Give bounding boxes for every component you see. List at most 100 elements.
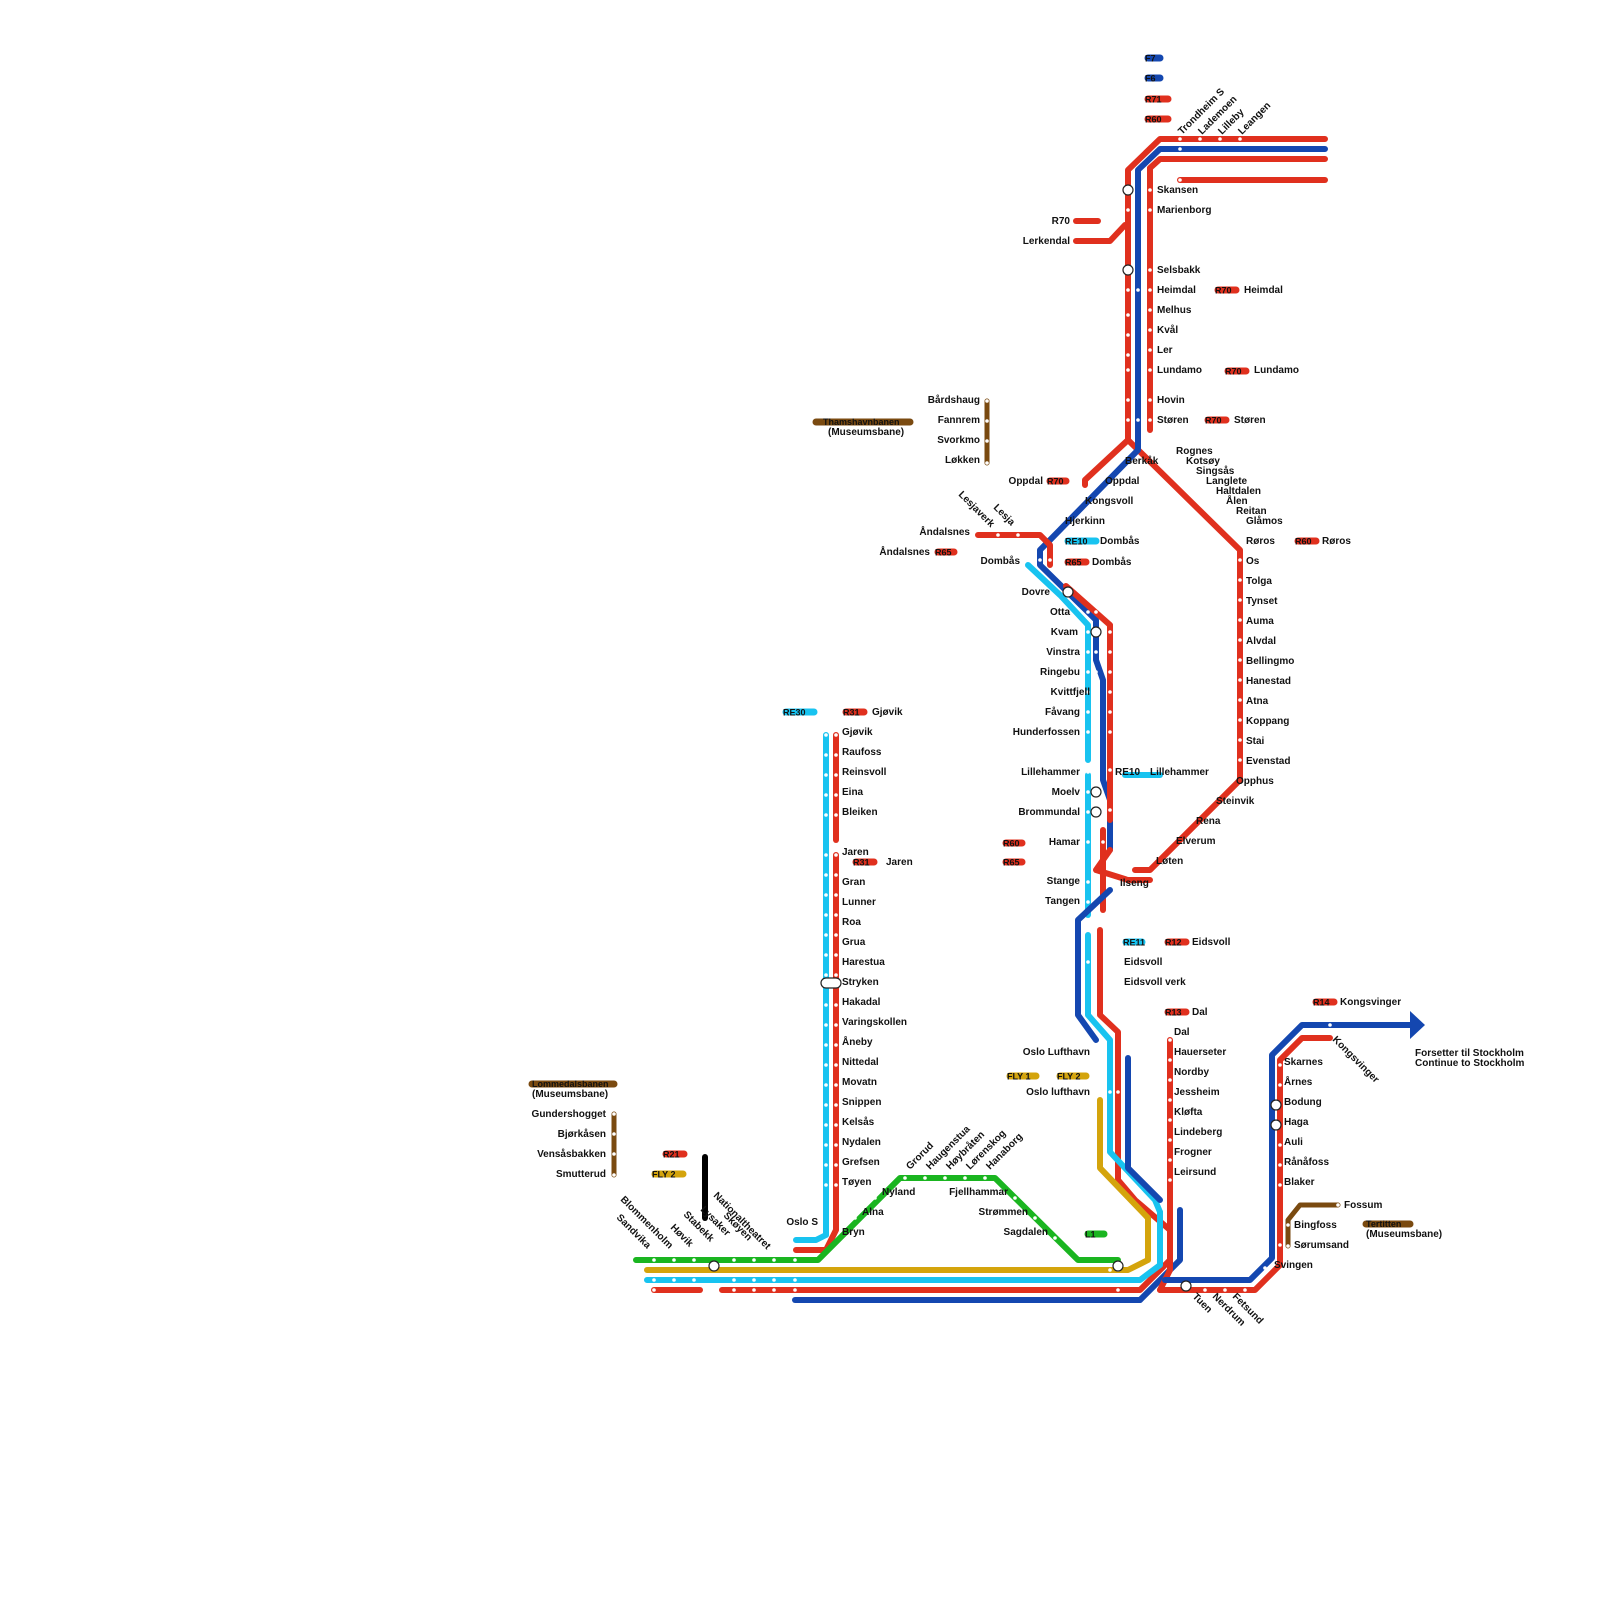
route-badge-label: R65 <box>1003 858 1020 868</box>
station-label: Kvål <box>1157 324 1178 336</box>
station-stop <box>985 419 989 423</box>
station-stop <box>1086 710 1090 714</box>
station-stop <box>793 1258 797 1262</box>
station-stop <box>1238 718 1242 722</box>
route-line-gjovik-cyan <box>793 732 829 1243</box>
station-stop <box>752 1258 756 1262</box>
interchange-station <box>1090 626 1102 638</box>
station-stop <box>834 1143 838 1147</box>
station-stop <box>824 913 828 917</box>
station-label: Støren <box>1157 415 1189 426</box>
stockholm-arrow-icon <box>1410 1011 1425 1039</box>
station-stop <box>834 1063 838 1067</box>
station-label: Singsås <box>1196 465 1235 477</box>
station-stop <box>824 1143 828 1147</box>
route-line-fly-gold <box>644 1097 1151 1273</box>
station-stop <box>1218 137 1222 141</box>
station-label: Oslo lufthavn <box>1026 1087 1090 1098</box>
route-badge-label: R12 <box>1165 938 1182 948</box>
route-badge-label: L1 <box>1085 1230 1096 1240</box>
station-label: Lillehammer <box>1021 767 1080 778</box>
station-label: Bjørkåsen <box>558 1128 606 1140</box>
station-stop <box>1278 1063 1282 1067</box>
station-label: Støren <box>1234 415 1266 426</box>
station-stop <box>1126 313 1130 317</box>
museum-line-label: Lommedalsbanen <box>532 1079 609 1089</box>
station-stop <box>824 1103 828 1107</box>
station-stop <box>652 1258 656 1262</box>
station-stop <box>985 399 989 403</box>
station-label: Lindeberg <box>1174 1127 1222 1138</box>
station-label: Koppang <box>1246 716 1289 727</box>
station-label: Strømmen <box>979 1207 1028 1218</box>
interchange-station <box>1122 184 1134 196</box>
station-stop <box>1086 790 1090 794</box>
station-stop <box>1108 690 1112 694</box>
station-stop <box>1178 178 1182 182</box>
station-stop <box>985 439 989 443</box>
station-stop <box>1126 873 1130 877</box>
station-label: Eidsvoll verk <box>1124 977 1186 988</box>
station-stop <box>1278 1183 1282 1187</box>
station-label: Ilseng <box>1120 878 1149 889</box>
station-stop <box>1148 860 1152 864</box>
station-label: Åndalsnes <box>919 525 970 538</box>
station-stop <box>1116 1090 1120 1094</box>
station-label: Grua <box>842 937 866 948</box>
route-badge-label: R14 <box>1313 998 1330 1008</box>
station-label: Årnes <box>1284 1075 1313 1088</box>
station-label: Blaker <box>1284 1177 1315 1188</box>
station-stop <box>834 1083 838 1087</box>
route-badge-label: RE11 <box>1123 938 1145 948</box>
station-label: Tuen <box>1190 1291 1214 1315</box>
station-stop <box>824 1023 828 1027</box>
station-stop <box>824 753 828 757</box>
station-label: Skansen <box>1157 185 1198 196</box>
station-label: Os <box>1246 556 1260 567</box>
station-label: Hunderfossen <box>1013 727 1080 738</box>
station-stop <box>1108 630 1112 634</box>
station-stop <box>1094 840 1098 844</box>
station-stop <box>824 1003 828 1007</box>
station-label: Bryn <box>842 1227 865 1238</box>
station-label: Snippen <box>842 1097 881 1108</box>
station-label: Lundamo <box>1254 365 1299 376</box>
station-label: Alna <box>862 1207 884 1218</box>
station-stop <box>612 1173 616 1177</box>
station-label: Jessheim <box>1174 1087 1220 1098</box>
station-label: Evenstad <box>1246 756 1290 767</box>
station-label: Roa <box>842 917 861 928</box>
station-stop <box>1188 468 1192 472</box>
station-label: R70 <box>1052 216 1071 227</box>
station-stop <box>824 1063 828 1067</box>
station-label: Auli <box>1284 1137 1303 1148</box>
route-line-l1-green <box>633 1175 1121 1263</box>
station-label: Gundershogget <box>532 1109 607 1120</box>
station-label: Løkken <box>945 455 980 466</box>
station-label: Hakadal <box>842 997 881 1008</box>
station-label: Hovin <box>1157 395 1185 406</box>
station-stop <box>824 973 828 977</box>
route-line-oslo-cyan <box>644 1209 1163 1283</box>
station-stop <box>923 1176 927 1180</box>
station-label: Åndalsnes <box>879 545 930 558</box>
route-line-oslo-red <box>719 1257 1173 1293</box>
route-line-gjovik-red-2 <box>793 852 839 1253</box>
route-badge-label: R70 <box>1047 477 1064 487</box>
station-label: Bårdshaug <box>928 394 980 406</box>
station-stop <box>834 1163 838 1167</box>
station-label: Dombås <box>981 555 1021 567</box>
interchange-station <box>1180 1280 1192 1292</box>
station-stop <box>1116 960 1120 964</box>
station-stop <box>1094 730 1098 734</box>
station-label: Nydalen <box>842 1137 881 1148</box>
station-stop <box>834 933 838 937</box>
route-line-kongsvinger-blue <box>1162 1022 1413 1283</box>
station-label: Otta <box>1050 607 1070 618</box>
route-badge-label: FLY 1 <box>1007 1072 1031 1082</box>
route-line-trondheim-red <box>1125 136 1328 873</box>
station-stop <box>732 1278 736 1282</box>
station-label: Hamar <box>1049 837 1080 848</box>
route-badge-label: R31 <box>843 708 860 718</box>
station-stop <box>1116 458 1120 462</box>
